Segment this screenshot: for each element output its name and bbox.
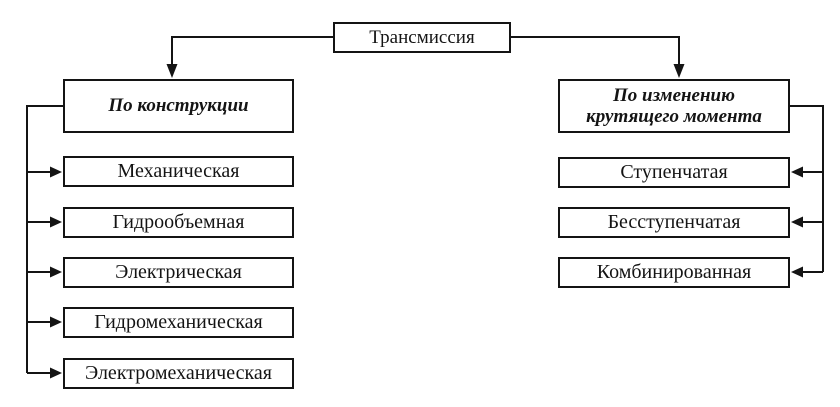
arrowhead-right-icon (50, 316, 62, 328)
node-mechanical: Механическая (63, 156, 294, 187)
category-node-by-torque-change: По изменению крутящего момента (558, 79, 790, 133)
connector-root-to-left-header (166, 36, 333, 78)
node-electromechanical: Электромеханическая (63, 358, 294, 389)
node-stepless: Бесступенчатая (558, 207, 790, 238)
arrowhead-left-icon (791, 216, 803, 228)
node-stepped: Ступенчатая (558, 157, 790, 188)
arrowhead-right-icon (50, 216, 62, 228)
left-branch-arrows (27, 166, 62, 379)
node-hydromechanical: Гидромеханическая (63, 307, 294, 338)
node-combined: Комбинированная (558, 257, 790, 288)
node-hydrostatic: Гидрообъемная (63, 207, 294, 238)
right-branch-arrows (791, 166, 823, 278)
root-node-transmission: Трансмиссия (333, 22, 511, 53)
arrowhead-left-icon (791, 266, 803, 278)
arrowhead-right-icon (50, 166, 62, 178)
arrowhead-down-icon (673, 64, 685, 78)
connector-root-to-right-header (511, 36, 685, 78)
arrowhead-down-icon (166, 64, 178, 78)
arrowhead-left-icon (791, 166, 803, 178)
arrowhead-right-icon (50, 266, 62, 278)
left-branch-spine (26, 105, 63, 373)
category-title-line-2: крутящего момента (586, 106, 762, 127)
category-node-by-construction: По конструкции (63, 79, 294, 133)
node-electric: Электрическая (63, 257, 294, 288)
right-branch-spine (790, 105, 824, 272)
arrowhead-right-icon (50, 367, 62, 379)
category-title-line-1: По изменению (613, 84, 735, 106)
